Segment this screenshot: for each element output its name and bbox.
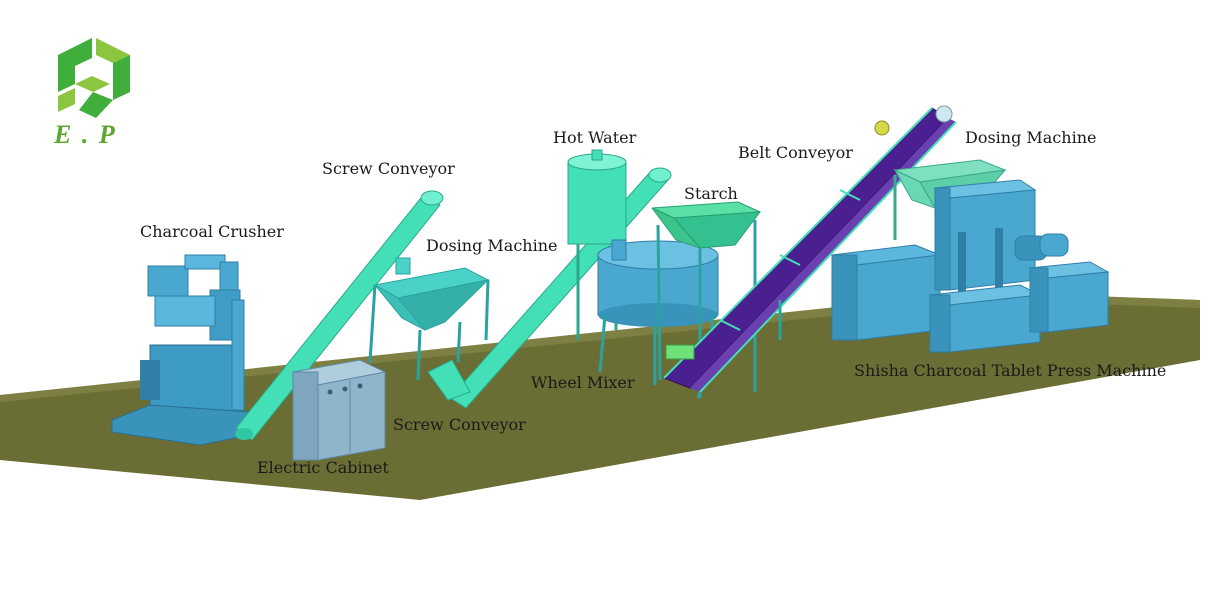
starch-hopper	[651, 201, 762, 398]
electric-cabinet	[291, 359, 387, 461]
label-starch: Starch	[684, 184, 738, 203]
label-screw-conveyor-2: Screw Conveyor	[393, 415, 526, 434]
label-dosing-machine-1: Dosing Machine	[426, 236, 558, 255]
charcoal-crusher-machine	[111, 254, 251, 446]
label-screw-conveyor-1: Screw Conveyor	[322, 159, 455, 178]
label-charcoal-crusher: Charcoal Crusher	[140, 222, 284, 241]
shisha-press-machine	[831, 179, 1110, 353]
label-dosing-machine-2: Dosing Machine	[965, 128, 1097, 147]
label-wheel-mixer: Wheel Mixer	[531, 373, 635, 392]
dosing-machine-1	[368, 257, 490, 381]
screw-conveyor-1	[235, 190, 444, 441]
logo-text: E . P	[54, 120, 117, 149]
label-electric-cabinet: Electric Cabinet	[257, 458, 389, 477]
hot-water-tank	[567, 149, 627, 340]
ep-logo-mark	[58, 38, 130, 118]
label-belt-conveyor: Belt Conveyor	[738, 143, 853, 162]
label-shisha-press: Shisha Charcoal Tablet Press Machine	[854, 361, 1167, 380]
label-hot-water: Hot Water	[553, 128, 637, 147]
belt-conveyor	[663, 105, 957, 399]
